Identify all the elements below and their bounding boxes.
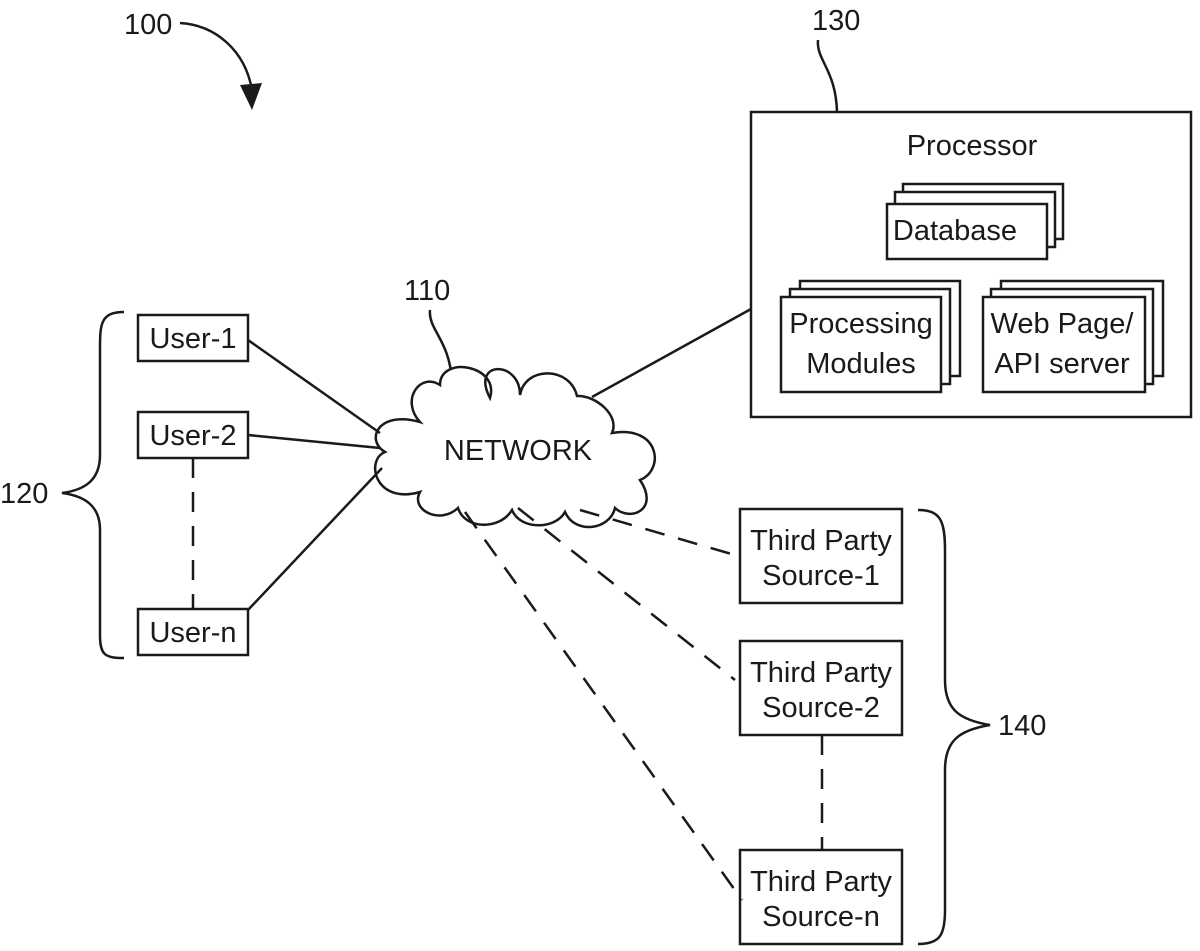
processing-modules-label-2: Modules <box>806 348 916 380</box>
user-node: User-n <box>138 609 248 655</box>
sources-brace <box>918 510 990 944</box>
ref-100: 100 <box>124 9 172 41</box>
database-label: Database <box>893 215 1017 247</box>
user-n-link <box>248 468 382 610</box>
user-n-label: User-n <box>149 617 236 649</box>
tp2-label-1: Third Party <box>750 657 892 689</box>
third-party-node: Third Party Source-1 <box>740 509 902 603</box>
source-2-link <box>518 508 735 680</box>
third-party-node: Third Party Source-n <box>740 850 902 944</box>
ref-130: 130 <box>812 5 860 37</box>
tp1-label-1: Third Party <box>750 525 892 557</box>
ref-140: 140 <box>998 710 1046 742</box>
web-api-label-2: API server <box>994 348 1130 380</box>
users-brace <box>62 312 124 658</box>
ref-130-leader <box>818 40 837 112</box>
user-2-link <box>248 435 380 448</box>
tpn-label-1: Third Party <box>750 866 892 898</box>
user-node: User-1 <box>138 315 248 361</box>
web-api-label-1: Web Page/ <box>991 308 1135 340</box>
user-1-label: User-1 <box>149 323 236 355</box>
user-1-link <box>248 340 380 433</box>
ref-110: 110 <box>404 275 450 307</box>
tp1-label-2: Source-1 <box>762 560 880 592</box>
user-2-label: User-2 <box>149 420 236 452</box>
processor-title: Processor <box>907 130 1038 162</box>
system-arrow-head-icon <box>240 83 262 110</box>
tp2-label-2: Source-2 <box>762 692 880 724</box>
web-api-server-stack: Web Page/ API server <box>983 281 1163 392</box>
network-processor-link <box>592 309 751 397</box>
system-arrow-curve <box>180 23 252 90</box>
tpn-label-2: Source-n <box>762 901 880 933</box>
processing-modules-label-1: Processing <box>789 308 932 340</box>
source-n-link <box>465 512 742 900</box>
database-stack: Database <box>887 184 1063 259</box>
processing-modules-stack: Processing Modules <box>781 281 960 392</box>
network-label: NETWORK <box>444 435 593 467</box>
third-party-node: Third Party Source-2 <box>740 641 902 735</box>
ref-120: 120 <box>0 478 48 510</box>
user-node: User-2 <box>138 412 248 458</box>
